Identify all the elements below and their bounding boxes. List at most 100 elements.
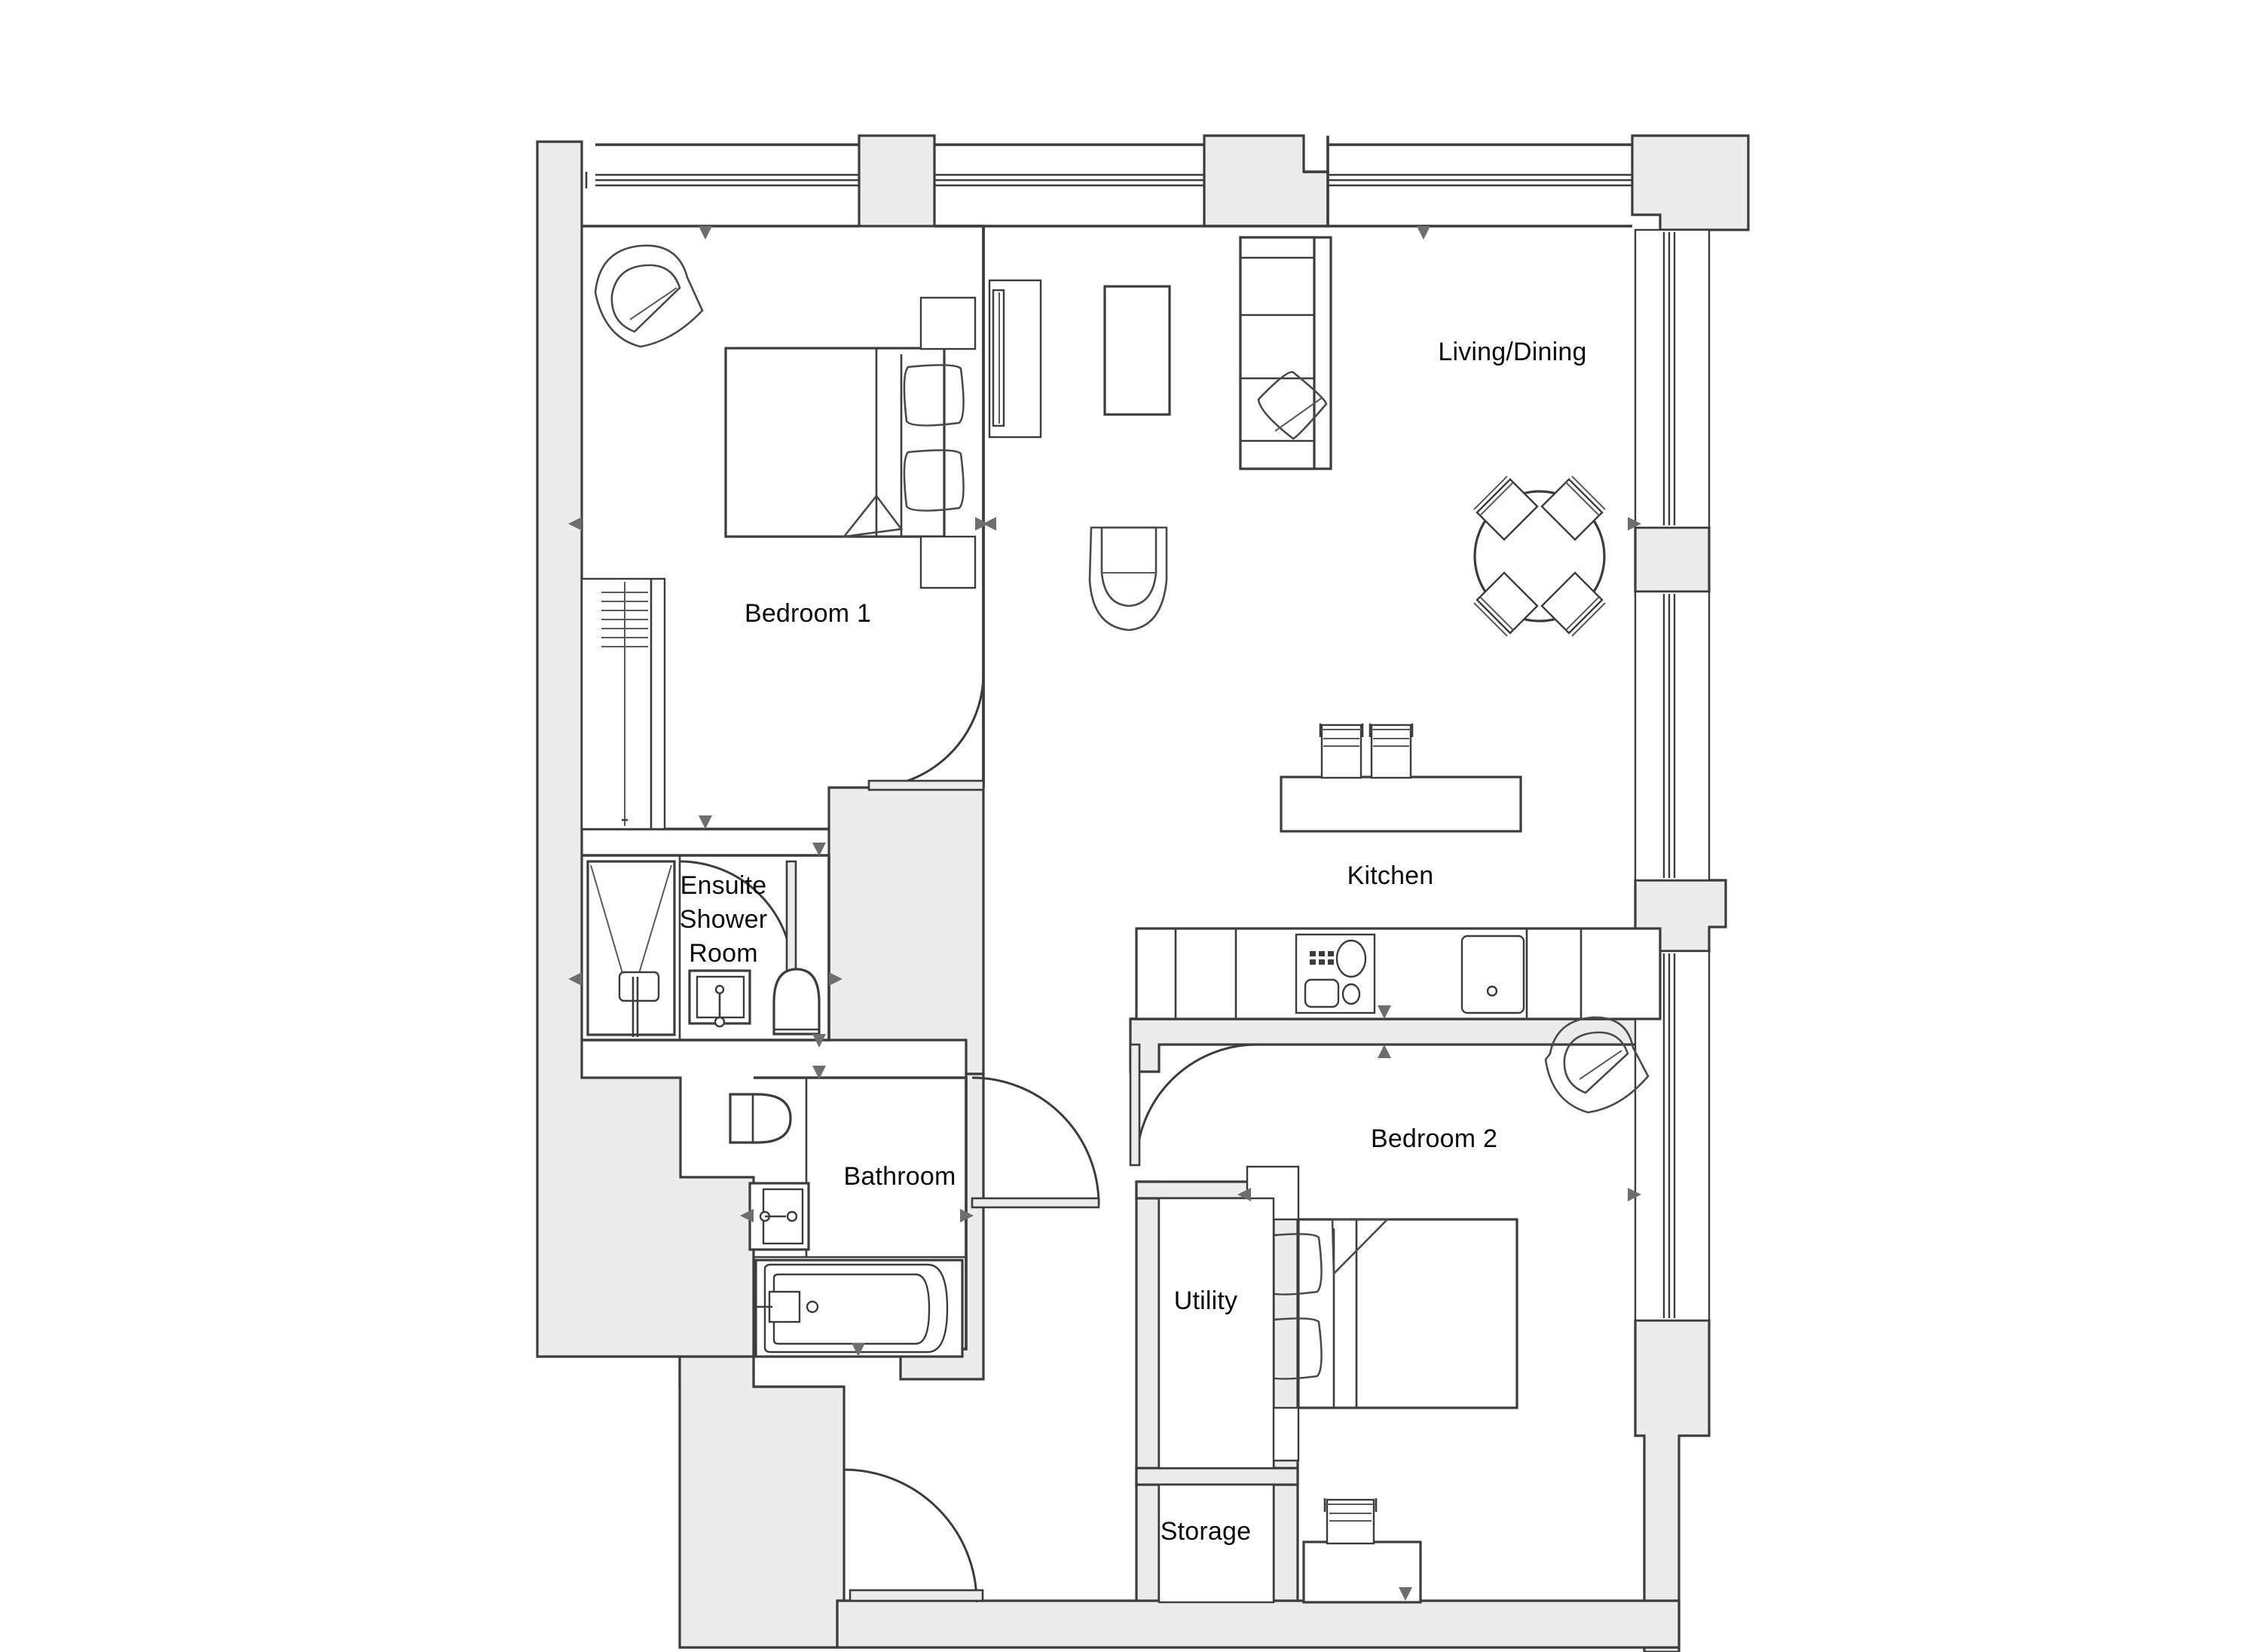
mirror-bedroom1: [988, 279, 1042, 439]
exterior-wall-lower-left: [678, 1355, 846, 1649]
kitchen-island: [1280, 776, 1522, 833]
ensuite-outline: [582, 854, 830, 1042]
armchair-bedroom2: [1544, 1016, 1650, 1114]
door-leaf-ensuite: [785, 860, 797, 976]
marker-left-hall: [983, 517, 996, 531]
wall-kitchen-bedroom2: [1129, 1017, 1662, 1073]
wall-pier-right-3: [1634, 1319, 1711, 1652]
label-bedroom2: Bedroom 2: [1371, 1124, 1497, 1153]
marker-right-bath: [960, 1209, 974, 1222]
label-kitchen: Kitchen: [1347, 861, 1434, 890]
sofa-living: [1239, 236, 1332, 470]
kitchen-worktop: [1135, 927, 1662, 1020]
glazing-top-2: [934, 143, 1204, 187]
utility-room-outline: [1158, 1197, 1275, 1470]
cushion-sofa: [1257, 371, 1328, 440]
wall-masses: [536, 134, 1750, 1652]
label-utility: Utility: [1174, 1286, 1238, 1315]
duvet-fold-bedroom2: [1331, 1218, 1390, 1277]
label-storage: Storage: [1161, 1517, 1251, 1546]
wall-hallway-block: [827, 786, 985, 1075]
furniture-ensuite: [586, 860, 821, 1037]
bedside-table-lower: [919, 535, 977, 589]
marker-left-shower: [568, 972, 582, 986]
wall-utility-left: [1135, 1180, 1161, 1604]
marker-up-bed1: [699, 226, 712, 240]
marker-up-bed2: [1378, 1045, 1391, 1058]
dining-chair-2: [1540, 476, 1606, 541]
washbasin-bathroom: [748, 1182, 810, 1251]
marker-down-ensuite: [812, 1034, 826, 1048]
furniture-bedroom2: [1246, 1016, 1650, 1604]
door-leaf-entrance: [849, 1589, 984, 1602]
marker-right-living: [1628, 517, 1641, 531]
armchair-living: [1088, 526, 1168, 632]
doors: [679, 672, 1258, 1603]
marker-up-ensuite: [812, 843, 826, 856]
direction-markers: [568, 226, 1641, 1601]
dining-chair-4: [1540, 571, 1606, 637]
glazing-right-mid: [1634, 590, 1711, 882]
utility-storage-outlines: [1158, 1197, 1275, 1604]
marker-up-living: [1417, 226, 1430, 240]
desk-chair-bedroom2: [1323, 1498, 1378, 1545]
furniture-bathroom: [729, 1093, 964, 1358]
exterior-wall-bottom: [836, 1599, 1680, 1649]
furniture-living: [1088, 236, 1606, 637]
label-bedroom1: Bedroom 1: [745, 599, 871, 628]
duvet-fold-bedroom1: [841, 494, 904, 538]
armchair-bedroom1: [594, 244, 704, 348]
label-living-dining: Living/Dining: [1438, 338, 1586, 366]
furniture-bedroom1: [580, 244, 1042, 831]
wall-pier-top-2: [1203, 134, 1329, 228]
wall-pier-top-right: [1631, 134, 1750, 231]
desk-bedroom2: [1302, 1540, 1422, 1604]
toilet-bathroom: [729, 1093, 792, 1144]
marker-down-tub: [852, 1343, 865, 1357]
door-leaf-bathroom: [971, 1197, 1100, 1209]
wall-pier-right-1: [1634, 526, 1711, 593]
room-labels: Bedroom 1 Living/Dining Kitchen Ensuite …: [680, 338, 1587, 1546]
door-swing-bedroom1: [868, 672, 985, 789]
dining-chair-1: [1473, 476, 1539, 541]
bar-stool-2: [1369, 724, 1414, 779]
double-bed-bedroom1: [724, 347, 946, 538]
toilet-ensuite: [772, 968, 821, 1036]
coffee-table-living: [1103, 285, 1171, 416]
sink-icon: [1460, 935, 1525, 1014]
bathtub: [754, 1259, 964, 1358]
label-ensuite-line2: Shower: [680, 905, 767, 934]
wall-pier-top-1: [858, 134, 936, 228]
marker-right-ensuite: [829, 972, 843, 986]
marker-left-bed1: [568, 517, 582, 531]
storage-room-outline: [1158, 1483, 1275, 1604]
hob-icon: [1295, 933, 1376, 1014]
marker-left-bath: [740, 1209, 754, 1222]
door-swing-bathroom: [971, 1076, 1100, 1205]
wardrobe-bedroom1: [580, 577, 666, 831]
marker-down-desk: [1399, 1587, 1412, 1601]
pillow-upper: [903, 364, 965, 427]
label-ensuite-line3: Room: [689, 939, 758, 968]
marker-left-bed2: [1237, 1188, 1251, 1201]
furniture-kitchen: [1135, 724, 1662, 1020]
pillow-lower: [903, 449, 965, 512]
marker-down-bed1: [699, 815, 712, 829]
bar-stool-1: [1319, 724, 1364, 779]
door-leaf-bedroom2: [1129, 1043, 1141, 1167]
glazing-right-upper: [1634, 228, 1711, 529]
label-ensuite-line1: Ensuite: [680, 871, 767, 900]
marker-up-bath: [812, 1066, 826, 1079]
dining-chair-3: [1473, 571, 1539, 637]
wall-utility-right: [1272, 1180, 1299, 1604]
dining-set-living: [1473, 476, 1606, 637]
bedside-table-upper: [919, 296, 977, 350]
door-swing-entrance: [843, 1468, 978, 1603]
glazing-top-1: [585, 143, 859, 188]
door-leaf-bedroom1: [867, 779, 985, 791]
shower-tray: [586, 860, 676, 1037]
wall-utility-divider: [1135, 1467, 1299, 1486]
label-bathroom: Bathroom: [843, 1162, 956, 1191]
double-bed-bedroom2: [1297, 1218, 1518, 1409]
